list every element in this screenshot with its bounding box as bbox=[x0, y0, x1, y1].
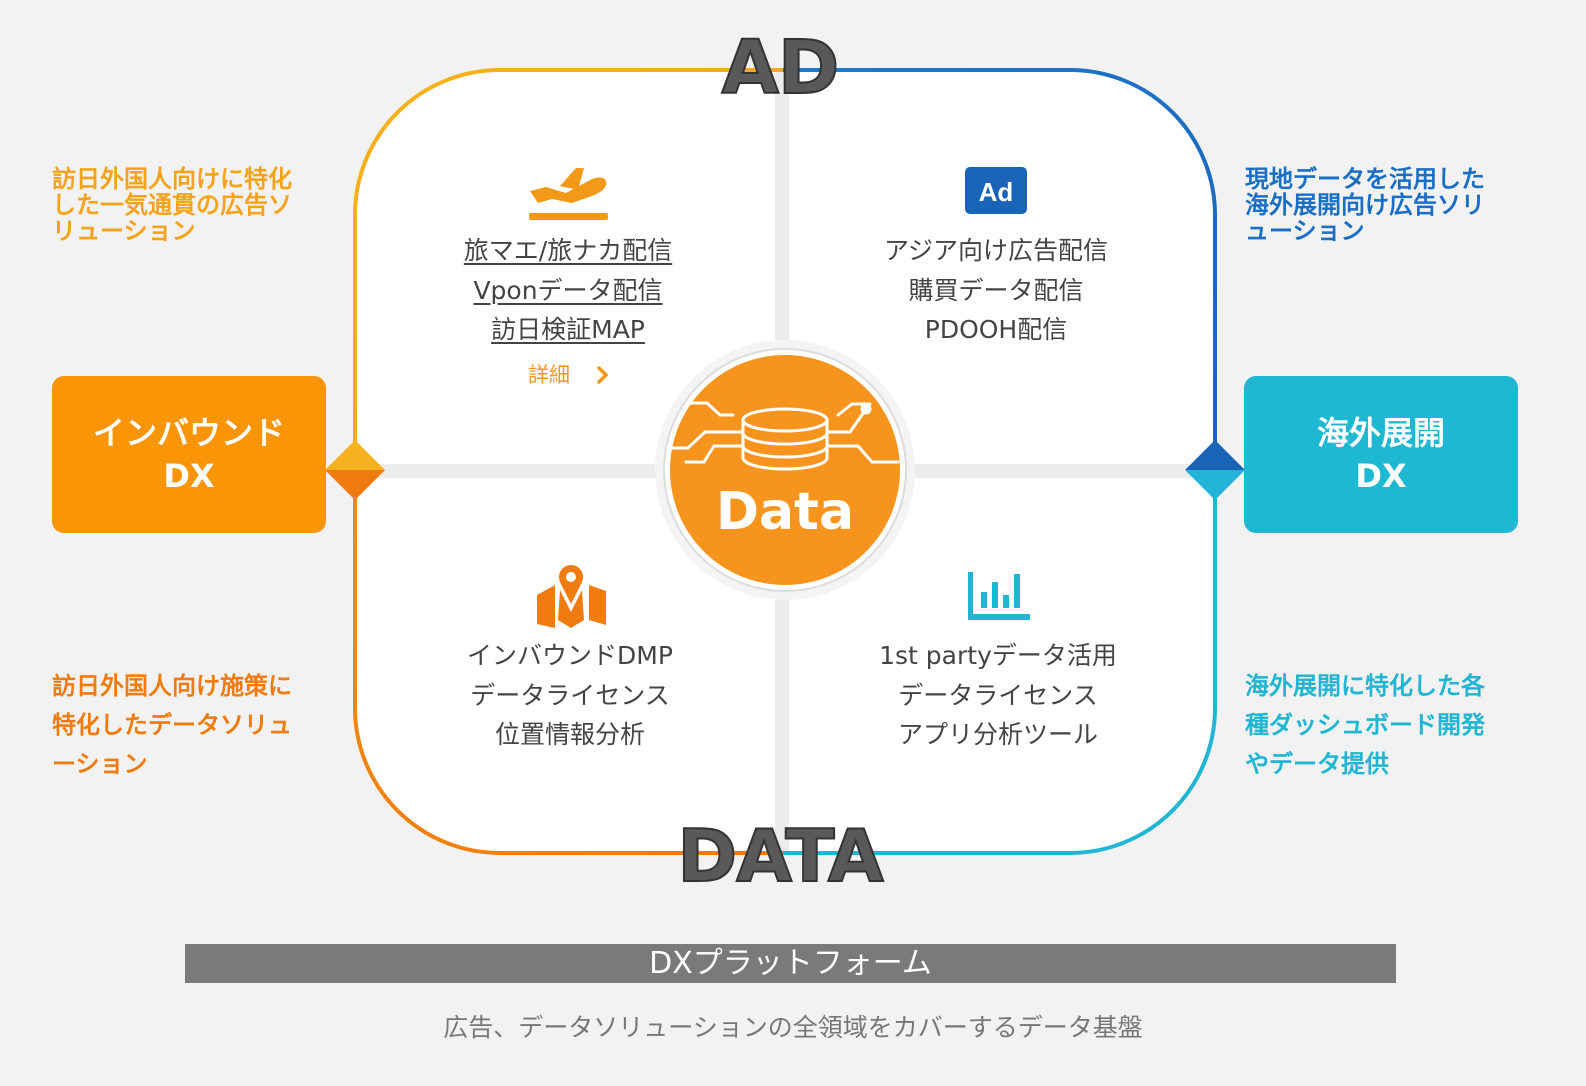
platform-title-bar: DXプラットフォーム bbox=[185, 944, 1396, 983]
inbound-dx-label-2: DX bbox=[163, 456, 215, 495]
inbound-ad-desc-line: 訪日外国人向けに特化 bbox=[52, 165, 292, 193]
inbound-data-description: 訪日外国人向け施策に 特化したデータソリュ ーション bbox=[52, 667, 342, 784]
inbound-data-desc-line: 特化したデータソリュ bbox=[52, 711, 292, 739]
overseas-ad-desc-line: ューション bbox=[1245, 217, 1365, 245]
inbound-data-desc-line: 訪日外国人向け施策に bbox=[52, 672, 292, 700]
details-label: 詳細 bbox=[528, 363, 570, 387]
service-item: 位置情報分析 bbox=[494, 720, 645, 749]
overseas-data-services: 1st partyデータ活用 データライセンス アプリ分析ツール bbox=[848, 636, 1148, 755]
service-item: 購買データ配信 bbox=[908, 275, 1084, 305]
ad-icon: Ad bbox=[965, 167, 1027, 214]
inbound-ad-services: 旅マエ/旅ナカ配信 Vponデータ配信 訪日検証MAP bbox=[418, 231, 718, 350]
overseas-data-description: 海外展開に特化した各 種ダッシュボード開発 やデータ提供 bbox=[1245, 667, 1535, 784]
overseas-dx-label-2: DX bbox=[1355, 456, 1407, 495]
overseas-dx-box[interactable]: 海外展開 DX bbox=[1244, 376, 1518, 533]
left-diamond-marker bbox=[325, 440, 385, 500]
outline-bottom-right bbox=[783, 470, 1217, 855]
overseas-ad-desc-line: 海外展開向け広告ソリ bbox=[1245, 191, 1485, 219]
inbound-ad-desc-line: した一気通貫の広告ソ bbox=[52, 191, 292, 219]
inbound-dx-label-1: インバウンド bbox=[92, 413, 285, 452]
axis-label-data: DATA bbox=[676, 814, 884, 898]
axis-label-ad: AD bbox=[721, 25, 841, 111]
service-item: データライセンス bbox=[470, 680, 670, 710]
chevron-right-icon bbox=[597, 366, 609, 384]
outline-top-right bbox=[783, 68, 1217, 470]
overseas-data-desc-line: 海外展開に特化した各 bbox=[1245, 672, 1485, 700]
details-link[interactable]: 詳細 bbox=[528, 360, 618, 390]
inbound-data-services: インバウンドDMP データライセンス 位置情報分析 bbox=[420, 636, 720, 755]
service-item: PDOOH配信 bbox=[924, 315, 1068, 344]
inbound-ad-description: 訪日外国人向けに特化 した一気通貫の広告ソ リューション bbox=[52, 166, 342, 244]
overseas-ad-description: 現地データを活用した 海外展開向け広告ソリ ューション bbox=[1245, 166, 1535, 244]
overseas-ad-services: アジア向け広告配信 購買データ配信 PDOOH配信 bbox=[846, 231, 1146, 350]
service-item: アプリ分析ツール bbox=[897, 720, 1098, 749]
service-item: データライセンス bbox=[898, 680, 1098, 710]
inbound-data-desc-line: ーション bbox=[52, 750, 148, 778]
center-data-label: Data bbox=[715, 482, 855, 542]
service-item: インバウンドDMP bbox=[467, 641, 673, 670]
inbound-ad-desc-line: リューション bbox=[52, 217, 196, 245]
overseas-data-desc-line: 種ダッシュボード開発 bbox=[1245, 711, 1485, 739]
outline-bottom-left bbox=[353, 470, 783, 855]
overseas-ad-desc-line: 現地データを活用した bbox=[1245, 165, 1485, 193]
platform-caption: 広告、データソリューションの全領域をカバーするデータ基盤 bbox=[443, 1013, 1143, 1042]
airplane-icon bbox=[529, 168, 608, 220]
service-link-vpon[interactable]: Vponデータ配信 bbox=[473, 275, 663, 305]
service-link-tabimae[interactable]: 旅マエ/旅ナカ配信 bbox=[463, 236, 673, 265]
svg-text:Ad: Ad bbox=[979, 177, 1014, 207]
map-pin-icon bbox=[537, 565, 606, 628]
inbound-dx-box[interactable]: インバウンド DX bbox=[52, 376, 326, 533]
right-diamond-marker bbox=[1185, 440, 1245, 500]
database-icon bbox=[666, 401, 900, 471]
overseas-dx-label-1: 海外展開 bbox=[1316, 413, 1445, 452]
overseas-data-desc-line: やデータ提供 bbox=[1245, 750, 1389, 778]
service-link-verify-map[interactable]: 訪日検証MAP bbox=[491, 315, 645, 344]
service-item: 1st partyデータ活用 bbox=[879, 641, 1117, 670]
outline-top-left bbox=[353, 68, 783, 470]
service-item: アジア向け広告配信 bbox=[883, 236, 1108, 265]
bar-chart-icon bbox=[968, 572, 1030, 620]
